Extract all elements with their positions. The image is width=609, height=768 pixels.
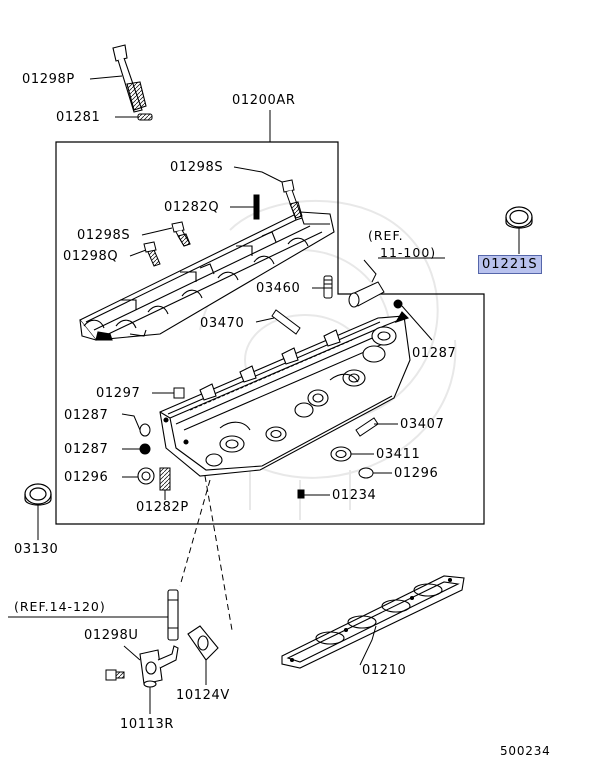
label-01297[interactable]: 01297 (96, 386, 141, 401)
seal-01296-right (358, 467, 374, 479)
plug-01287-right (393, 299, 403, 309)
label-01296-left[interactable]: 01296 (64, 470, 109, 485)
reference-note-top-line2: 11-100) (380, 245, 437, 260)
bolt-01298S-left (171, 221, 191, 247)
label-01296-right[interactable]: 01296 (394, 466, 439, 481)
label-10124V[interactable]: 10124V (176, 688, 230, 703)
label-01287-a[interactable]: 01287 (64, 408, 109, 423)
seal-03411 (330, 446, 352, 462)
label-01287-right[interactable]: 01287 (412, 346, 457, 361)
label-03130[interactable]: 03130 (14, 542, 59, 557)
label-01282P[interactable]: 01282P (136, 500, 189, 515)
label-01221S-highlighted[interactable]: 01221S (478, 255, 542, 274)
head-gasket-01210 (281, 575, 465, 669)
oil-seal-01221S (505, 206, 533, 229)
upper-cam-housing (79, 211, 335, 341)
water-outlet-10113R (139, 645, 179, 688)
bolt-01298P (112, 44, 147, 113)
set-pin-01281 (137, 113, 153, 121)
figure-number: 500234 (500, 744, 551, 758)
pipe-ref-14-120 (167, 589, 179, 641)
label-01298P[interactable]: 01298P (22, 72, 75, 87)
plug-01297 (173, 387, 185, 399)
label-01298S-left[interactable]: 01298S (77, 228, 131, 243)
bolt-01298Q (143, 241, 161, 267)
label-01281[interactable]: 01281 (56, 110, 101, 125)
seal-01296-left (137, 467, 155, 485)
leader-lines (8, 75, 520, 714)
label-03470[interactable]: 03470 (200, 316, 245, 331)
plug-01287-b (139, 443, 151, 455)
label-01282Q[interactable]: 01282Q (164, 200, 220, 215)
seal-03407 (355, 417, 379, 437)
plug-01234 (297, 489, 305, 499)
label-01298U[interactable]: 01298U (84, 628, 139, 643)
pin-03470 (271, 309, 301, 335)
reference-note-top-line1: (REF. (368, 228, 404, 243)
label-01234[interactable]: 01234 (332, 488, 377, 503)
label-03460[interactable]: 03460 (256, 281, 301, 296)
label-03411[interactable]: 03411 (376, 447, 421, 462)
bolt-01282P (159, 467, 171, 491)
stud-03460 (323, 275, 333, 299)
label-01298Q[interactable]: 01298Q (63, 249, 119, 264)
label-01298S-top[interactable]: 01298S (170, 160, 224, 175)
assembly-frame (55, 141, 485, 525)
cylinder-head-body (159, 311, 411, 477)
plug-01287-a (139, 423, 151, 437)
bolt-01298S-top (281, 179, 303, 221)
reference-note-left: (REF.14-120) (14, 599, 106, 614)
oil-seal-03130 (24, 483, 52, 506)
label-03407[interactable]: 03407 (400, 417, 445, 432)
gasket-10124V (187, 625, 219, 661)
label-01287-b[interactable]: 01287 (64, 442, 109, 457)
label-10113R[interactable]: 10113R (120, 717, 174, 732)
bolt-01282Q (253, 194, 260, 220)
label-01210[interactable]: 01210 (362, 663, 407, 678)
plug-ref-11-100 (348, 281, 385, 308)
bolt-01298U (105, 669, 125, 681)
label-01200AR[interactable]: 01200AR (232, 93, 296, 108)
